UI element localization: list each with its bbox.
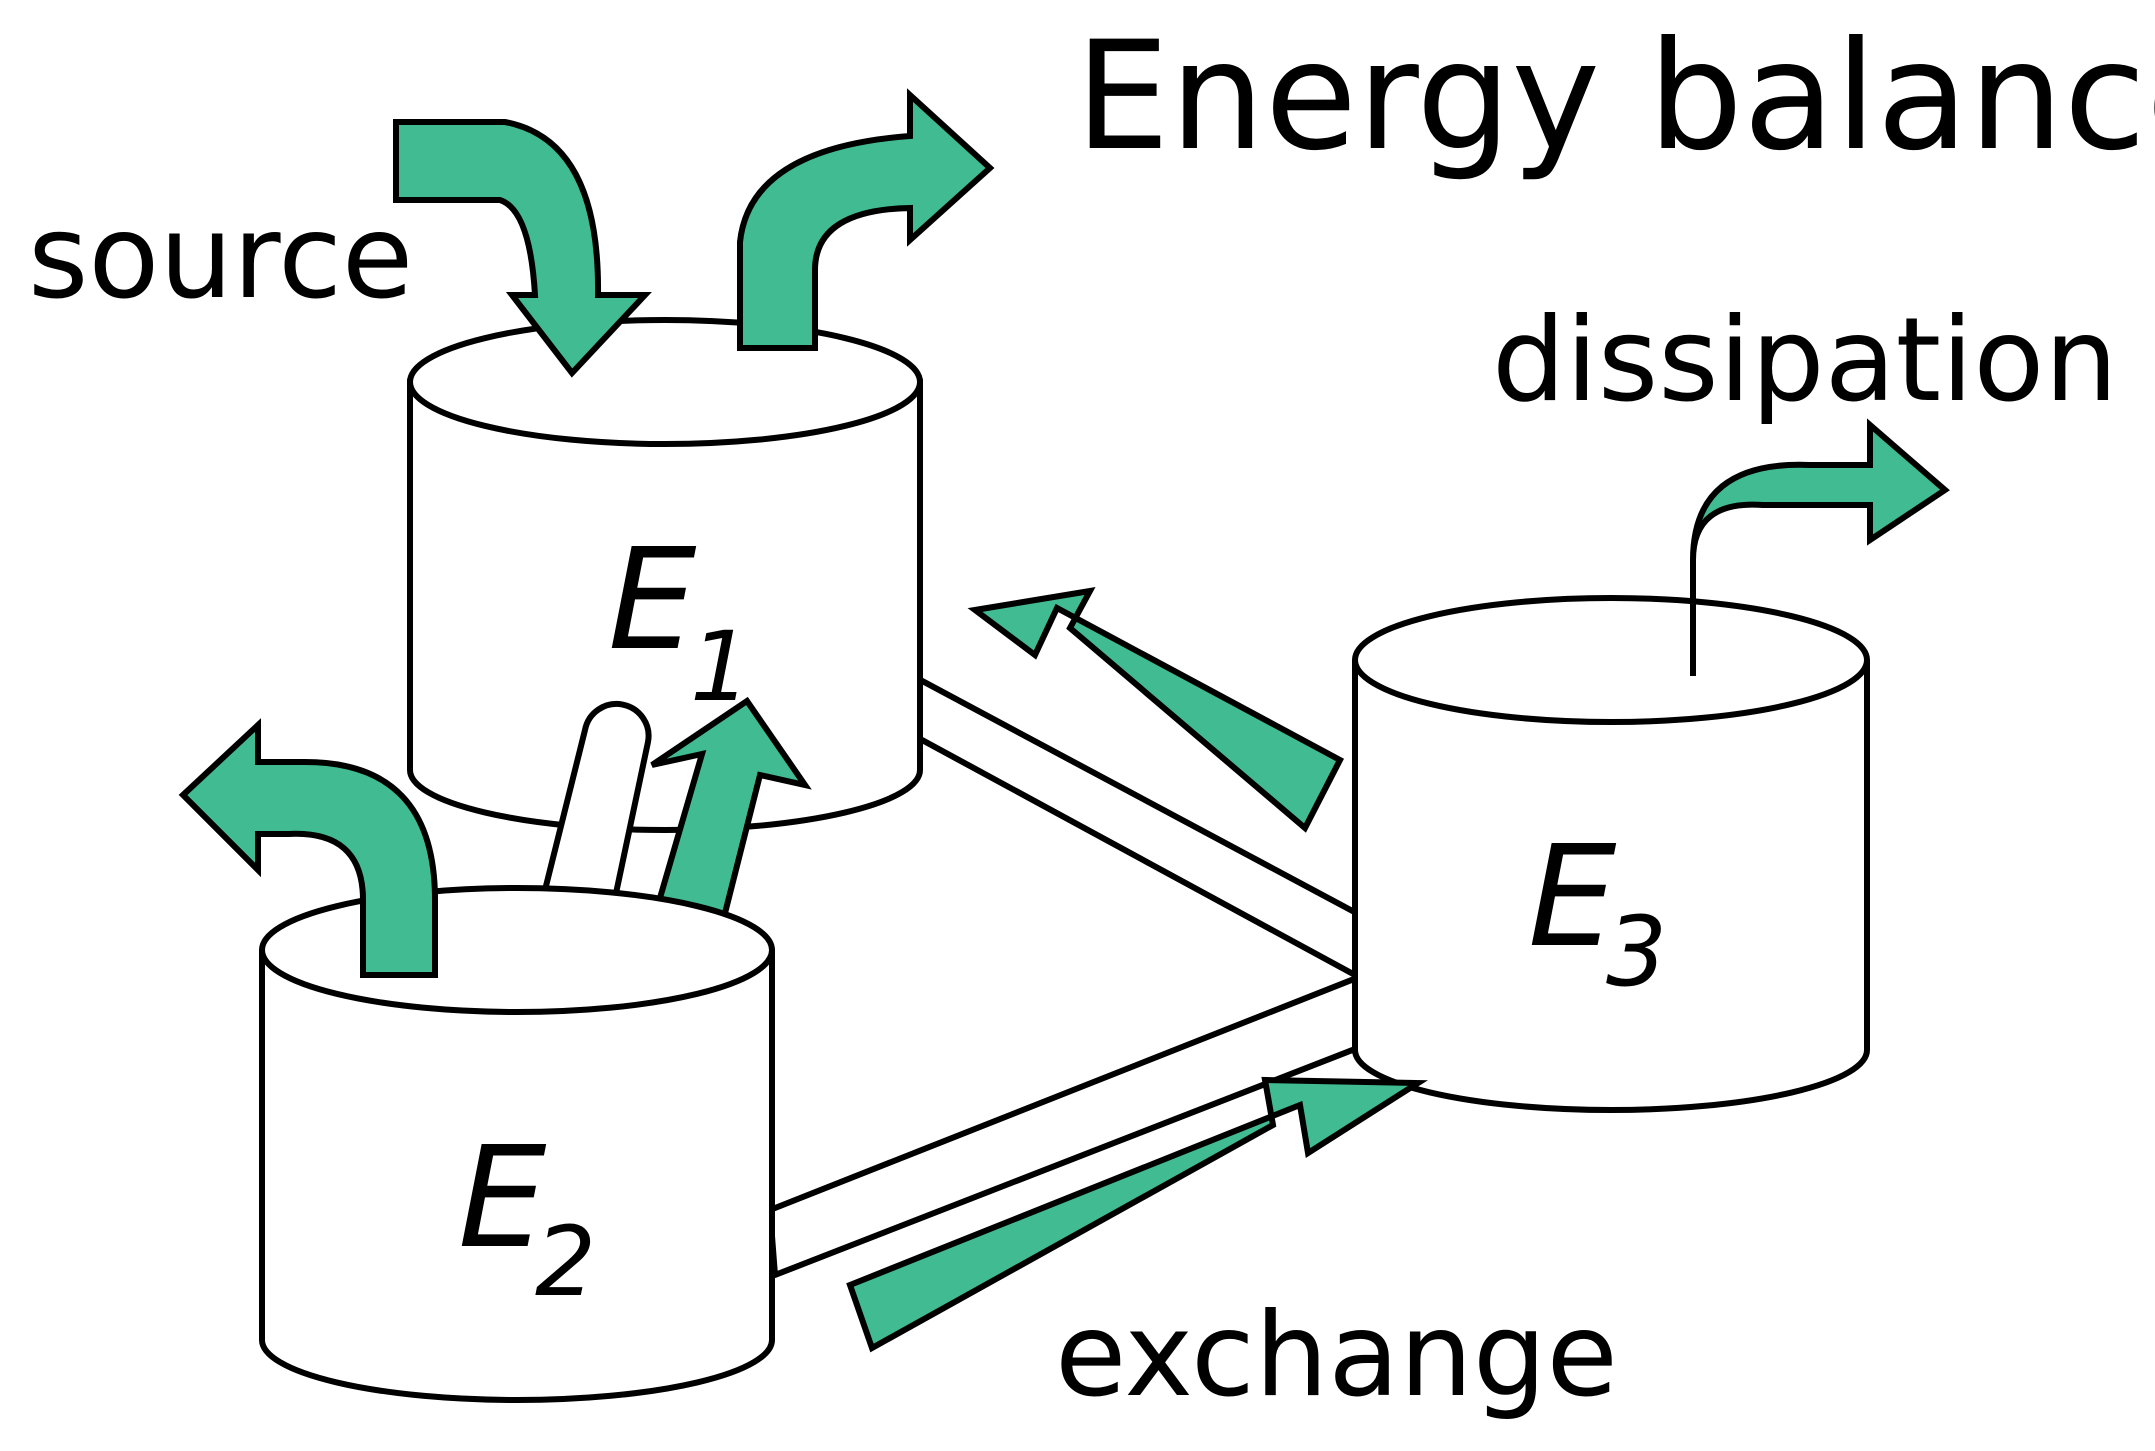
variable-e2: E 2 xyxy=(458,1117,596,1318)
dissipation-arrow xyxy=(1690,418,1950,676)
variable-e1-subscript: 1 xyxy=(690,611,751,723)
dissipation-label: dissipation xyxy=(1492,293,2118,428)
exchange-arrow-e3-to-e1 xyxy=(967,587,1345,833)
outflow-arrow-e1 xyxy=(737,88,995,351)
variable-e3-subscript: 3 xyxy=(1606,896,1667,1008)
reservoir-e1 xyxy=(407,317,923,833)
reservoir-e3 xyxy=(1352,595,1870,1113)
reservoir-e2 xyxy=(259,885,775,1403)
variable-e3-symbol: E xyxy=(1528,816,1617,979)
outflow-arrow-e2 xyxy=(178,718,438,978)
pipe-e2-e1 xyxy=(542,700,652,901)
exchange-arrow-e2-to-e1 xyxy=(650,696,812,929)
variable-e2-subscript: 2 xyxy=(535,1206,596,1318)
diagram-title: Energy balance xyxy=(1075,10,2155,184)
variable-e3: E 3 xyxy=(1528,816,1667,1008)
source-label: source xyxy=(28,190,413,325)
exchange-label: exchange xyxy=(1055,1288,1618,1423)
variable-e2-symbol: E xyxy=(458,1117,547,1280)
exchange-arrow-e2-to-e3 xyxy=(846,1076,1428,1353)
variable-e1-symbol: E xyxy=(608,519,697,682)
variable-e1: E 1 xyxy=(608,519,751,723)
source-arrow-in xyxy=(393,119,652,378)
